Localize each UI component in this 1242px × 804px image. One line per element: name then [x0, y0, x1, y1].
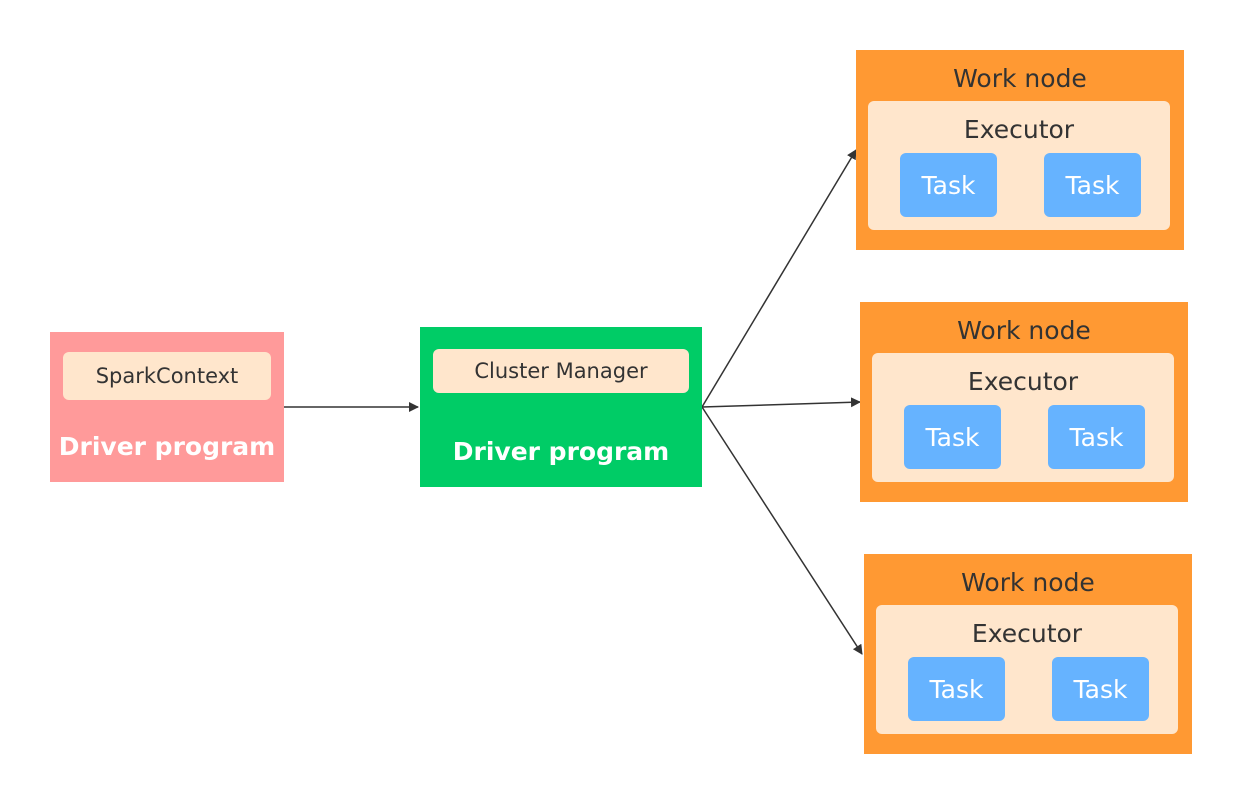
- driver-program-middle: Cluster Manager Driver program: [420, 327, 702, 487]
- executor-label: Executor: [963, 115, 1075, 144]
- task-box: Task: [900, 153, 997, 217]
- task-box: Task: [1048, 405, 1145, 469]
- task-box: Task: [904, 405, 1001, 469]
- arrow-cluster-to-worknode-2: [701, 397, 861, 408]
- work-node-1: Work node Executor Task Task: [856, 50, 1184, 250]
- driver-program-label: Driver program: [58, 432, 276, 461]
- work-node-2: Work node Executor Task Task: [860, 302, 1188, 502]
- driver-program-left: SparkContext Driver program: [50, 332, 284, 482]
- work-node-3: Work node Executor Task Task: [864, 554, 1192, 754]
- cluster-manager-box: Cluster Manager: [433, 349, 689, 393]
- work-node-title: Work node: [961, 568, 1095, 597]
- executor-label: Executor: [971, 619, 1083, 648]
- spark-context-box: SparkContext: [63, 352, 271, 400]
- arrow-cluster-to-worknode-1: [701, 149, 857, 408]
- arrow-cluster-to-worknode-3: [701, 406, 863, 655]
- task-box: Task: [908, 657, 1005, 721]
- driver-program-label: Driver program: [452, 437, 670, 466]
- task-box: Task: [1044, 153, 1141, 217]
- executor-label: Executor: [967, 367, 1079, 396]
- executor-box: Executor Task Task: [868, 101, 1170, 230]
- work-node-title: Work node: [957, 316, 1091, 345]
- task-box: Task: [1052, 657, 1149, 721]
- executor-box: Executor Task Task: [872, 353, 1174, 482]
- executor-box: Executor Task Task: [876, 605, 1178, 734]
- work-node-title: Work node: [953, 64, 1087, 93]
